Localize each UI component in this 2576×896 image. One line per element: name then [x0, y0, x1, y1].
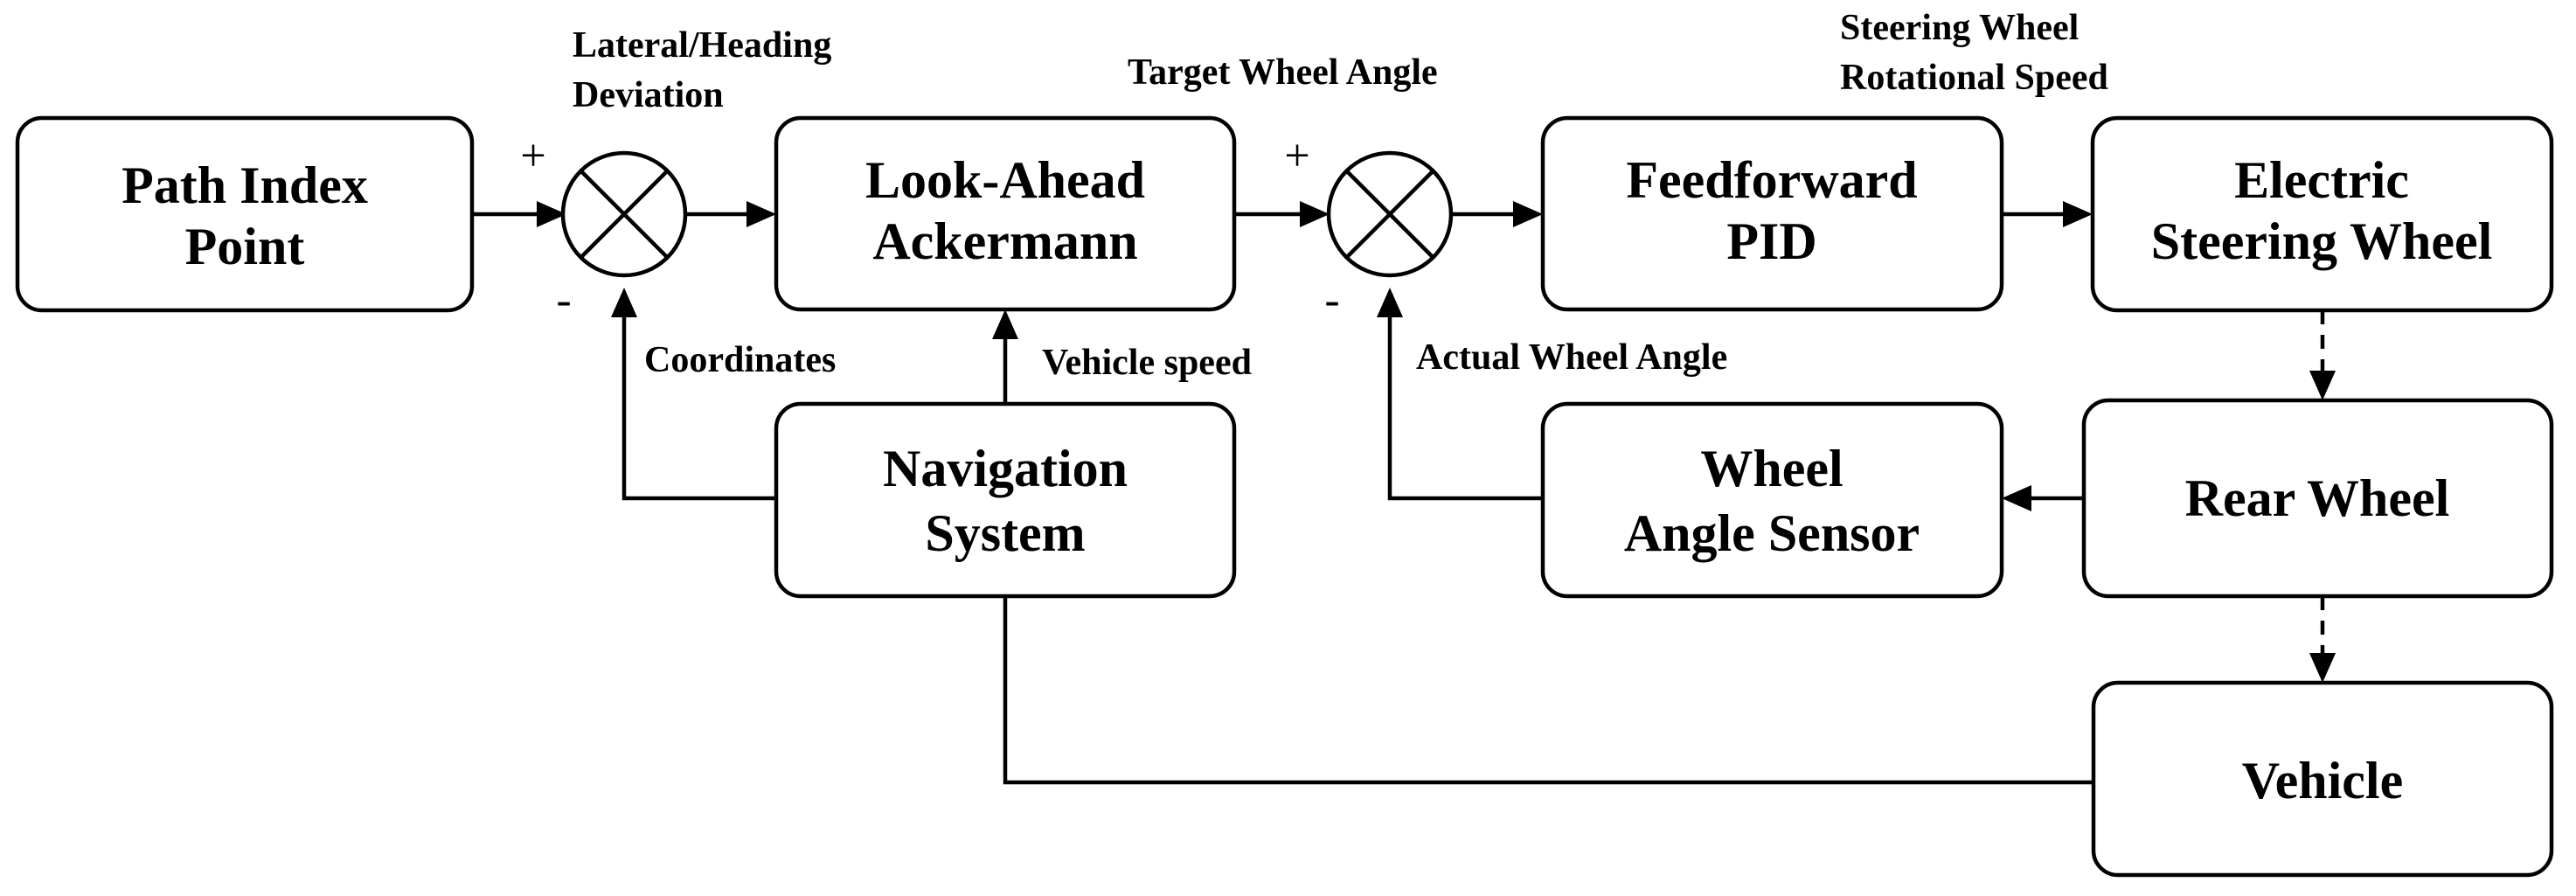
block-label-line: Rear Wheel [2185, 469, 2450, 527]
signal-label-lateral-heading-deviation: Lateral/Heading [573, 25, 831, 66]
signal-label-target-wheel-angle: Target Wheel Angle [1128, 52, 1438, 93]
block-label-line: Steering Wheel [2151, 212, 2493, 270]
signal-label-vehicle-speed: Vehicle speed [1042, 343, 1252, 383]
arrowhead [2309, 653, 2336, 683]
block-rear-wheel: Rear Wheel [2081, 398, 2554, 599]
plus-sign-angle: + [1284, 131, 1309, 181]
plus-sign-deviation: + [520, 131, 545, 181]
wire-vehicle-to-navigation [1003, 596, 2093, 785]
block-label-line: Angle Sensor [1624, 504, 1920, 562]
block-label-line: Wheel [1700, 440, 1843, 497]
arrowhead [2063, 201, 2093, 227]
block-feedforward-pid: Feedforward PID [1540, 115, 2004, 312]
block-label-line: Path Index [122, 156, 368, 214]
block-wheel-angle-sensor: Wheel Angle Sensor [1540, 401, 2004, 599]
block-look-ahead-ackermann: Look-Ahead Ackermann [774, 115, 1237, 312]
signal-label-coordinates: Coordinates [644, 340, 836, 380]
block-label-line: Navigation [883, 440, 1128, 497]
arrowhead [746, 201, 776, 227]
block-label-line: PID [1726, 212, 1816, 270]
block-label-line: Ackermann [872, 212, 1137, 270]
block-label-line: Look-Ahead [865, 151, 1145, 209]
signal-label-actual-wheel-angle: Actual Wheel Angle [1416, 337, 1727, 378]
block-navigation-system: Navigation System [774, 401, 1237, 599]
arrowhead [1377, 288, 1403, 317]
block-label-line: System [925, 504, 1085, 562]
arrowhead [1300, 201, 1330, 227]
minus-sign-deviation: - [556, 275, 571, 325]
block-label-line: Electric [2234, 151, 2409, 209]
arrowhead [611, 288, 637, 317]
wire-sensor-to-sum2 [1387, 316, 1543, 501]
summing-junction-angle [1326, 150, 1454, 278]
wire-navigation-to-sum1 [621, 316, 776, 501]
minus-sign-angle: - [1324, 275, 1339, 325]
signal-label-steering-wheel-rotational-speed: Rotational Speed [1840, 58, 2108, 98]
block-label-line: Point [185, 218, 305, 275]
signal-label-steering-wheel-rotational-speed: Steering Wheel [1840, 8, 2079, 48]
summing-junction-deviation [560, 150, 688, 278]
signal-label-lateral-heading-deviation: Deviation [573, 75, 724, 115]
block-electric-steering-wheel: Electric Steering Wheel [2090, 115, 2554, 313]
block-label-line: Vehicle [2242, 752, 2403, 809]
arrowhead [537, 201, 566, 227]
arrowhead [1513, 201, 1543, 227]
arrowhead [2309, 371, 2336, 400]
arrowhead [2002, 485, 2031, 511]
block-vehicle: Vehicle [2091, 680, 2554, 878]
arrowhead [992, 309, 1018, 339]
block-label-line: Feedforward [1626, 151, 1917, 209]
block-path-index-point: Path Index Point [15, 115, 475, 313]
